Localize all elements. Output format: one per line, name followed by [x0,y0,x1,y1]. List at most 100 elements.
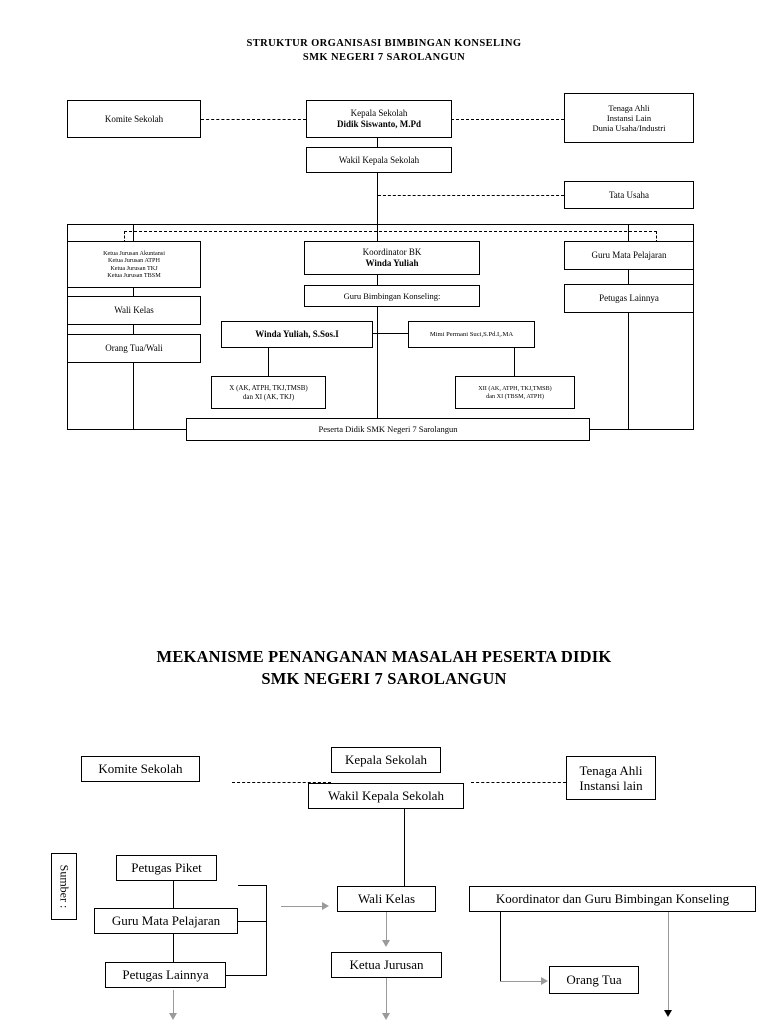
node-petugas-lainnya-label: Petugas Lainnya [599,293,659,304]
node-guru-mata-pelajaran[interactable]: Guru Mata Pelajaran [564,241,694,270]
node-peserta-didik[interactable]: Peserta Didik SMK Negeri 7 Sarolangun [186,418,590,441]
connector2-komite-kepala [232,782,331,783]
node-kelas-kanan[interactable]: XII (AK, ATPH, TKJ,TMSB) dan XI (TBSM, A… [455,376,575,409]
node-kelas-kiri[interactable]: X (AK, ATPH, TKJ,TMSB) dan XI (AK, TKJ) [211,376,326,409]
node-komite-sekolah-label: Komite Sekolah [104,113,164,124]
connector2-petugaslainnya-down [173,990,175,1018]
node2-tenaga-ahli-line1: Tenaga Ahli [579,762,643,778]
node2-wali-kelas-label: Wali Kelas [357,891,416,907]
connector2-right-down [668,912,670,1012]
node2-ketua-jurusan[interactable]: Ketua Jurusan [331,952,442,978]
connector-kepala-tenaga-ahli [451,119,564,120]
node-koordinator-bk[interactable]: Koordinator BK Winda Yuliah [304,241,480,275]
node2-guru-mata-pelajaran-label: Guru Mata Pelajaran [111,913,221,929]
bus-dashed-line [124,231,657,232]
connector-komite-kepala [201,119,306,120]
node-wali-kelas-label: Wali Kelas [114,305,154,316]
node-ketua-jurusan-line4: Ketua Jurusan TBSM [107,271,161,279]
arrow-below-petugas-lainnya-icon [169,1013,177,1020]
node-orang-tua-wali-label: Orang Tua/Wali [105,343,163,354]
node2-kepala-sekolah-label: Kepala Sekolah [345,752,427,768]
node-guru-bimbingan-konseling[interactable]: Guru Bimbingan Konseling: [304,285,480,307]
node2-kepala-sekolah[interactable]: Kepala Sekolah [331,747,441,773]
node2-wali-kelas[interactable]: Wali Kelas [337,886,436,912]
connector2-left-bracket [266,885,268,975]
node2-petugas-lainnya-label: Petugas Lainnya [122,967,209,983]
connector2-bracket-top [238,885,267,887]
bus-drop-left [133,224,135,241]
node-ketua-jurusan[interactable]: Ketua Jurusan Akuntansi Ketua Jurusan AT… [67,241,201,288]
node-konselor-2[interactable]: Mimi Permani Suci,S.Pd.I,.MA [408,321,535,348]
node-tenaga-ahli[interactable]: Tenaga Ahli Instansi Lain Dunia Usaha/In… [564,93,694,143]
node-komite-sekolah[interactable]: Komite Sekolah [67,100,201,138]
node2-guru-mata-pelajaran[interactable]: Guru Mata Pelajaran [94,908,238,934]
node-kepala-sekolah[interactable]: Kepala Sekolah Didik Siswanto, M.Pd [306,100,452,138]
node-guru-bimbingan-konseling-label: Guru Bimbingan Konseling: [343,290,441,301]
connector2-kepala-tenaga-ahli [471,782,566,783]
connector-gurumapel-petugas [628,270,630,284]
node2-orang-tua-label: Orang Tua [566,972,622,988]
node-kelas-kiri-line1: X (AK, ATPH, TKJ,TMSB) [229,384,308,393]
node-ketua-jurusan-line1: Ketua Jurusan Akuntansi [103,249,165,257]
node-kelas-kanan-line1: XII (AK, ATPH, TKJ,TMSB) [478,385,552,393]
node-tata-usaha[interactable]: Tata Usaha [564,181,694,209]
connector2-bracket-bottom [226,975,267,977]
node2-petugas-lainnya[interactable]: Petugas Lainnya [105,962,226,988]
node-konselor-2-label: Mimi Permani Suci,S.Pd.I,.MA [429,330,514,338]
connector-center-bottom [377,370,379,418]
node2-wakil-kepala-sekolah[interactable]: Wakil Kepala Sekolah [308,783,464,809]
node-konselor-1-label: Winda Yuliah, S.Sos.I [255,329,339,340]
node2-komite-sekolah[interactable]: Komite Sekolah [81,756,200,782]
connector2-wali-ketua [386,912,388,942]
node2-komite-sekolah-label: Komite Sekolah [98,761,183,777]
connector2-piket-gurumapel [173,881,175,908]
node2-wakil-kepala-sekolah-label: Wakil Kepala Sekolah [328,788,444,804]
diagram1-title-line2: SMK NEGERI 7 SAROLANGUN [302,52,466,63]
node-koordinator-bk-name: Winda Yuliah [365,258,419,268]
connector2-bracket-mid [238,921,267,923]
node-tata-usaha-label: Tata Usaha [608,189,650,200]
node-tenaga-ahli-line3: Dunia Usaha/Industri [592,123,666,133]
bus-drop-right [628,224,630,241]
connector2-branch-to-orangtua [500,981,543,983]
connector-wakil-down [377,173,379,224]
bus-right-riser [693,224,695,430]
connector-koordinator-gurubk [377,275,379,285]
node-kepala-sekolah-label: Kepala Sekolah [350,108,408,119]
node-koordinator-bk-label: Koordinator BK [362,247,422,258]
node-wakil-kepala-sekolah-label: Wakil Kepala Sekolah [338,154,420,165]
arrow-right-column-icon [664,1010,672,1017]
arrow-to-wali-kelas-icon [322,902,329,910]
connector-konselor2-kelas [514,348,516,376]
connector-konselor-tee [330,333,453,335]
connector-wakil-tata-usaha [378,195,564,196]
connector-petugas-bottom [628,313,630,430]
node2-koordinator-guru-bk[interactable]: Koordinator dan Guru Bimbingan Konseling [469,886,756,912]
node-peserta-didik-label: Peserta Didik SMK Negeri 7 Sarolangun [318,424,458,435]
diagram1-title-line1: STRUKTUR ORGANISASI BIMBINGAN KONSELING [246,38,522,49]
node2-tenaga-ahli[interactable]: Tenaga Ahli Instansi lain [566,756,656,800]
node-petugas-lainnya[interactable]: Petugas Lainnya [564,284,694,313]
node-konselor-1[interactable]: Winda Yuliah, S.Sos.I [221,321,373,348]
node-tenaga-ahli-line1: Tenaga Ahli [608,102,650,113]
node2-tenaga-ahli-line2: Instansi lain [579,778,643,793]
node-wakil-kepala-sekolah[interactable]: Wakil Kepala Sekolah [306,147,452,173]
node-wali-kelas[interactable]: Wali Kelas [67,296,201,325]
diagram2-title-line2: SMK NEGERI 7 SAROLANGUN [261,669,507,688]
connector2-ketua-down [386,978,388,1018]
node2-ketua-jurusan-label: Ketua Jurusan [349,957,424,973]
connector2-gurumapel-petugaslainnya [173,934,175,962]
node-orang-tua-wali[interactable]: Orang Tua/Wali [67,334,201,363]
connector-gurubk-spine [377,307,379,370]
node2-koordinator-guru-bk-label: Koordinator dan Guru Bimbingan Konseling [495,891,730,907]
node-kepala-sekolah-name: Didik Siswanto, M.Pd [336,119,422,129]
node2-orang-tua[interactable]: Orang Tua [549,966,639,994]
node2-petugas-piket[interactable]: Petugas Piket [116,855,217,881]
connector2-wakil-wali [404,809,406,886]
node-kelas-kanan-line2: dan XI (TBSM, ATPH) [486,392,544,400]
node2-sumber-label-text: Sumber : [57,864,72,909]
connector2-koordinator-branch [500,896,502,982]
connector-kepala-wakil [377,138,379,148]
node-ketua-jurusan-line3: Ketua Jurusan TKJ [110,264,158,272]
